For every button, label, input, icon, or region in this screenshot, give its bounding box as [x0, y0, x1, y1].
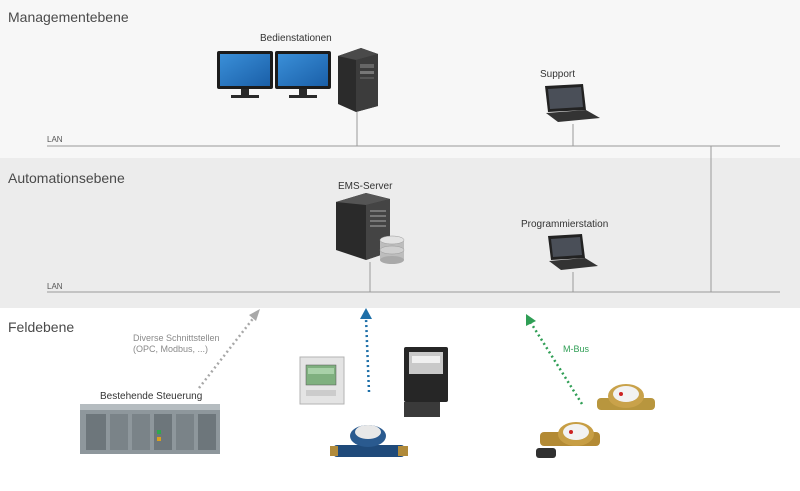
lan-label-top: LAN	[47, 135, 63, 144]
programming-station-label: Programmierstation	[521, 219, 609, 230]
lan-label-bottom: LAN	[47, 282, 63, 291]
water-meter-icon	[597, 384, 655, 410]
server-icon	[336, 193, 390, 260]
mbus-arrowhead	[526, 314, 536, 326]
field-level-band	[0, 308, 800, 491]
mbus-label: M-Bus	[563, 344, 590, 354]
database-icon	[379, 235, 405, 264]
water-meter-icon	[536, 422, 600, 458]
monitor-icon	[275, 51, 331, 98]
energy-meter-icon	[299, 356, 345, 405]
direct-meter-arrowhead	[360, 308, 372, 319]
diverse-interfaces-line1: Diverse Schnittstellen	[133, 333, 220, 343]
diverse-interfaces-line2: (OPC, Modbus, ...)	[133, 344, 209, 354]
diverse-interfaces-label: Diverse Schnittstellen (OPC, Modbus, ...…	[133, 333, 220, 355]
mbus-arrow	[529, 322, 584, 405]
water-meter-icon	[330, 425, 408, 457]
laptop-icon	[548, 234, 598, 270]
laptop-icon	[545, 84, 600, 122]
automation-level-band	[0, 158, 800, 308]
operator-stations-label: Bedienstationen	[260, 33, 332, 44]
monitor-icon	[217, 51, 273, 98]
support-label: Support	[540, 69, 576, 80]
automation-level-title: Automationsebene	[8, 170, 125, 186]
management-level-band	[0, 0, 800, 158]
plc-icon	[80, 404, 220, 454]
management-level-title: Managementebene	[8, 9, 129, 25]
tower-pc-icon	[338, 48, 378, 112]
energy-meter-icon	[404, 347, 448, 417]
diverse-interfaces-arrow	[198, 315, 256, 389]
diverse-interfaces-arrowhead	[249, 309, 260, 321]
field-level-title: Feldebene	[8, 319, 75, 335]
ems-server-label: EMS-Server	[338, 181, 393, 192]
existing-control-label: Bestehende Steuerung	[100, 391, 203, 402]
direct-meter-arrow	[364, 317, 371, 393]
